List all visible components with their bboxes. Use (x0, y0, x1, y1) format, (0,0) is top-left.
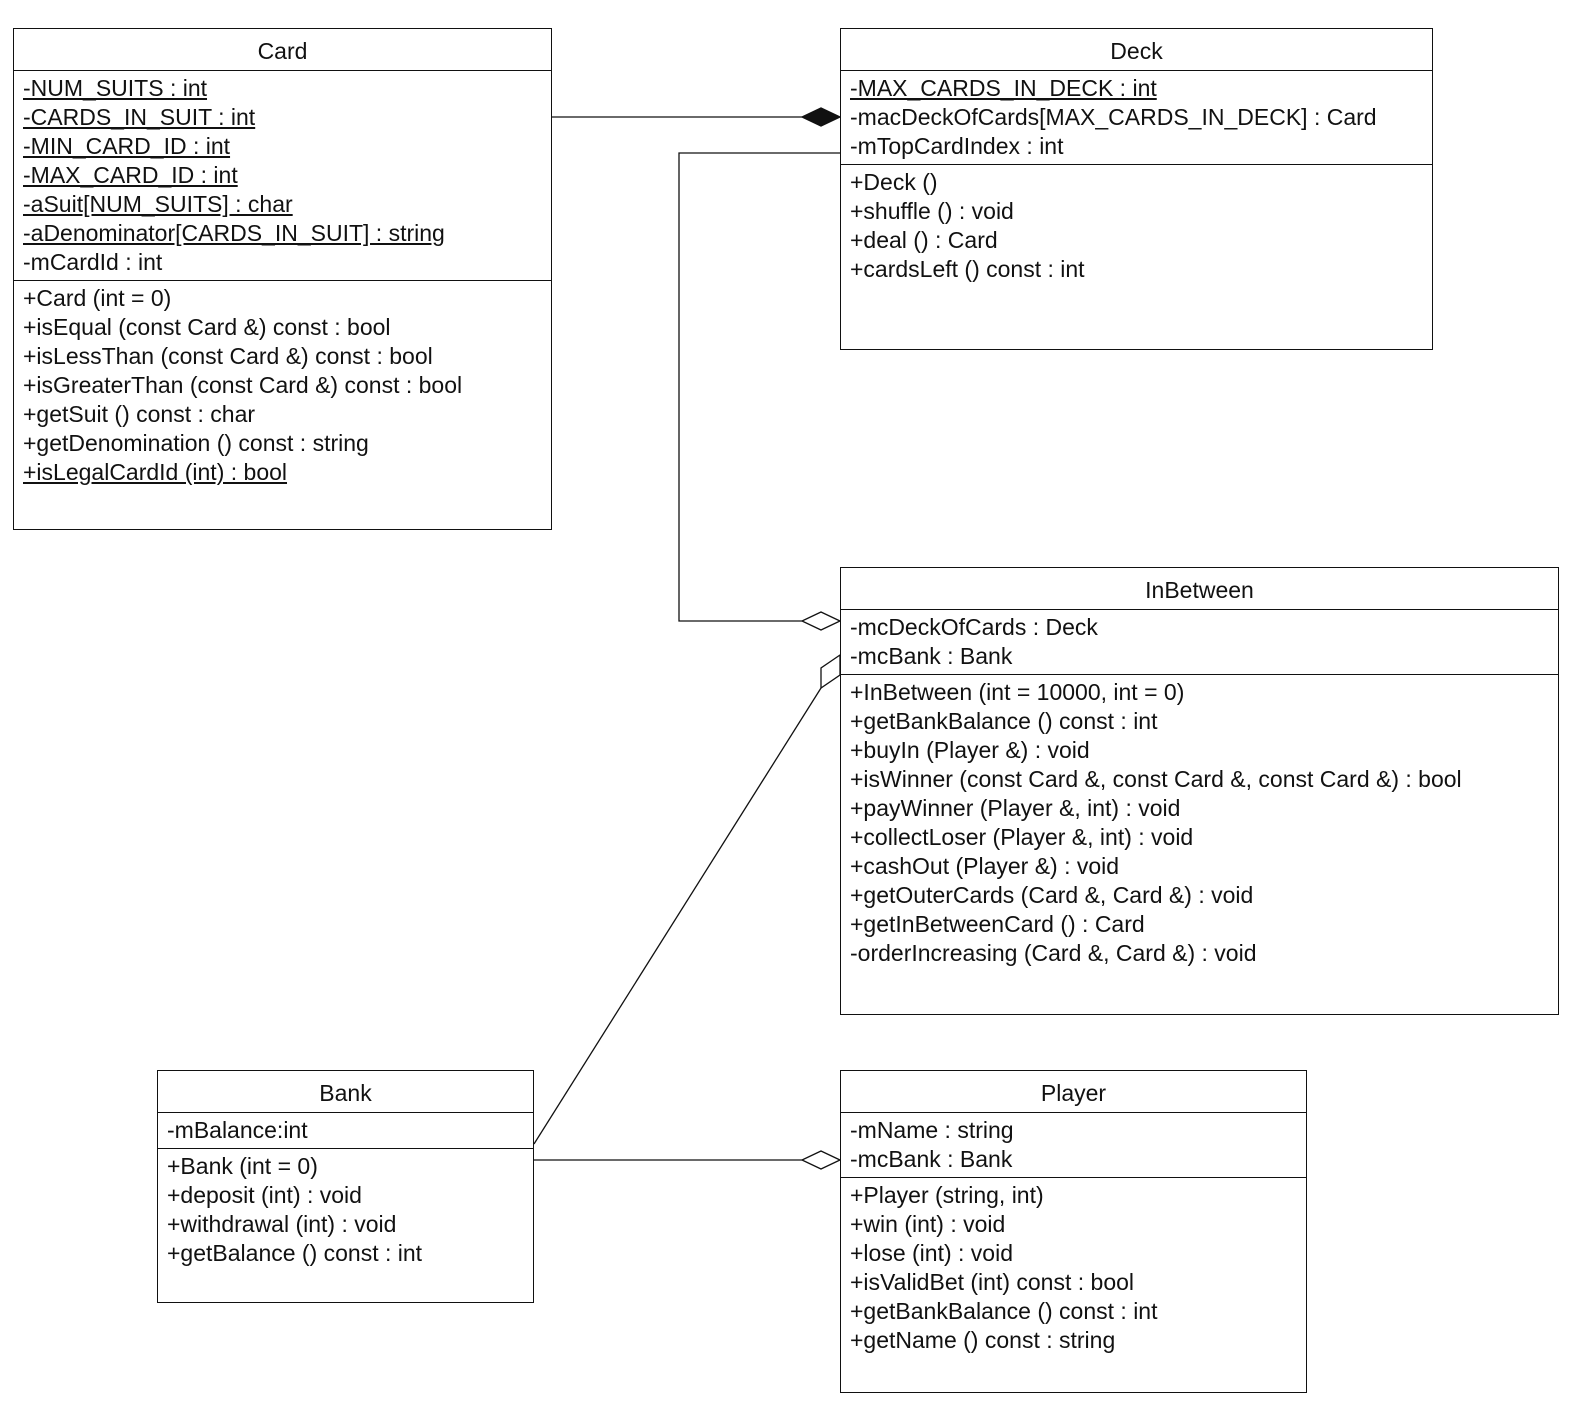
inbetween-operation: +getBankBalance () const : int (850, 708, 1158, 734)
player-attribute: -mcBank : Bank (850, 1146, 1013, 1172)
player-operation: +isValidBet (int) const : bool (850, 1269, 1135, 1295)
class-card-operations: +Card (int = 0) +isEqual (const Card &) c… (14, 281, 551, 487)
card-operation: +getSuit () const : char (23, 401, 256, 427)
deck-operation: +shuffle () : void (850, 198, 1014, 224)
bank-attribute: -mBalance:int (167, 1117, 308, 1143)
class-player-title: Player (841, 1071, 1306, 1113)
deck-attribute: -MAX_CARDS_IN_DECK : int (850, 75, 1157, 101)
aggregation-diamond-inbetween-bank (820, 653, 841, 690)
class-inbetween[interactable]: InBetween -mcDeckOfCards : Deck -mcBank :… (840, 567, 1559, 1015)
class-bank[interactable]: Bank -mBalance:int +Bank (int = 0) +depos… (157, 1070, 534, 1303)
class-card-attributes: -NUM_SUITS : int -CARDS_IN_SUIT : int -MIN… (14, 71, 551, 281)
inbetween-operation: +isWinner (const Card &, const Card &, c… (850, 766, 1462, 792)
inbetween-operation: +payWinner (Player &, int) : void (850, 795, 1181, 821)
class-deck-title: Deck (841, 29, 1432, 71)
inbetween-operation: +buyIn (Player &) : void (850, 737, 1090, 763)
deck-attribute: -mTopCardIndex : int (850, 133, 1064, 159)
class-inbetween-title: InBetween (841, 568, 1558, 610)
class-player[interactable]: Player -mName : string -mcBank : Bank +Pl… (840, 1070, 1307, 1393)
class-bank-attributes: -mBalance:int (158, 1113, 533, 1149)
card-operation: +isGreaterThan (const Card &) const : bo… (23, 372, 463, 398)
player-operation: +getBankBalance () const : int (850, 1298, 1158, 1324)
bank-operation: +withdrawal (int) : void (167, 1211, 397, 1237)
class-deck-operations: +Deck () +shuffle () : void +deal () : Car… (841, 165, 1432, 284)
bank-operation: +deposit (int) : void (167, 1182, 362, 1208)
class-inbetween-operations: +InBetween (int = 10000, int = 0) +getBan… (841, 675, 1558, 968)
bank-operation: +Bank (int = 0) (167, 1153, 318, 1179)
class-bank-title: Bank (158, 1071, 533, 1113)
bank-operation: +getBalance () const : int (167, 1240, 423, 1266)
card-attribute: -aSuit[NUM_SUITS] : char (23, 191, 293, 217)
aggregation-line-bank-inbetween (533, 687, 822, 1145)
class-inbetween-attributes: -mcDeckOfCards : Deck -mcBank : Bank (841, 610, 1558, 675)
deck-operation: +Deck () (850, 169, 938, 195)
class-deck[interactable]: Deck -MAX_CARDS_IN_DECK : int -macDeckOfC… (840, 28, 1433, 350)
card-operation: +isLegalCardId (int) : bool (23, 459, 288, 485)
class-card[interactable]: Card -NUM_SUITS : int -CARDS_IN_SUIT : in… (13, 28, 552, 530)
inbetween-operation: +cashOut (Player &) : void (850, 853, 1120, 879)
aggregation-diamond-inbetween-deck (800, 611, 842, 631)
inbetween-operation: +collectLoser (Player &, int) : void (850, 824, 1194, 850)
player-operation: +getName () const : string (850, 1327, 1116, 1353)
card-operation: +isEqual (const Card &) const : bool (23, 314, 391, 340)
card-attribute: -MAX_CARD_ID : int (23, 162, 238, 188)
card-attribute: -aDenominator[CARDS_IN_SUIT] : string (23, 220, 445, 246)
aggregation-diamond-player-bank (800, 1150, 842, 1170)
class-bank-operations: +Bank (int = 0) +deposit (int) : void +wit… (158, 1149, 533, 1268)
card-attribute: -MIN_CARD_ID : int (23, 133, 231, 159)
player-attribute: -mName : string (850, 1117, 1014, 1143)
card-attribute: -NUM_SUITS : int (23, 75, 208, 101)
deck-attribute: -macDeckOfCards[MAX_CARDS_IN_DECK] : Car… (850, 104, 1377, 130)
inbetween-operation: +InBetween (int = 10000, int = 0) (850, 679, 1185, 705)
class-player-attributes: -mName : string -mcBank : Bank (841, 1113, 1306, 1178)
card-operation: +Card (int = 0) (23, 285, 172, 311)
card-operation: +isLessThan (const Card &) const : bool (23, 343, 433, 369)
inbetween-attribute: -mcDeckOfCards : Deck (850, 614, 1098, 640)
class-card-title: Card (14, 29, 551, 71)
deck-operation: +deal () : Card (850, 227, 998, 253)
inbetween-operation: +getOuterCards (Card &, Card &) : void (850, 882, 1254, 908)
player-operation: +win (int) : void (850, 1211, 1006, 1237)
composition-diamond-deck (800, 107, 842, 127)
card-attribute: -mCardId : int (23, 249, 163, 275)
inbetween-operation: -orderIncreasing (Card &, Card &) : void (850, 940, 1257, 966)
player-operation: +lose (int) : void (850, 1240, 1013, 1266)
inbetween-operation: +getInBetweenCard () : Card (850, 911, 1145, 937)
card-attribute: -CARDS_IN_SUIT : int (23, 104, 256, 130)
inbetween-attribute: -mcBank : Bank (850, 643, 1013, 669)
deck-operation: +cardsLeft () const : int (850, 256, 1085, 282)
class-deck-attributes: -MAX_CARDS_IN_DECK : int -macDeckOfCards[… (841, 71, 1432, 165)
card-operation: +getDenomination () const : string (23, 430, 369, 456)
aggregation-line-deck-inbetween (678, 152, 840, 622)
player-operation: +Player (string, int) (850, 1182, 1044, 1208)
class-player-operations: +Player (string, int) +win (int) : void +l… (841, 1178, 1306, 1355)
